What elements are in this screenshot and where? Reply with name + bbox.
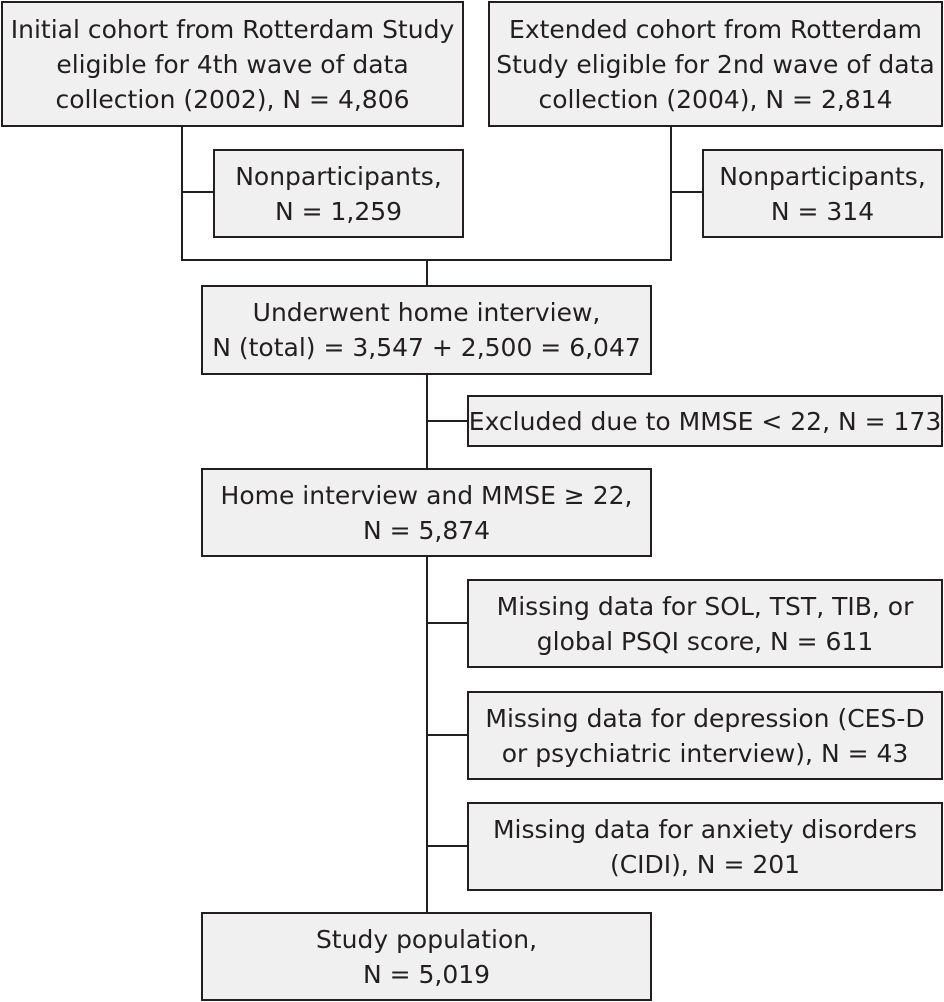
missing-sleep-box: Missing data for SOL, TST, TIB, or globa… xyxy=(467,579,943,668)
missing-anxiety-line-2: (CIDI), N = 201 xyxy=(609,849,801,879)
initial-cohort-line-1: Initial cohort from Rotterdam Study xyxy=(10,14,455,44)
initial-cohort-box: Initial cohort from Rotterdam Study elig… xyxy=(1,1,464,127)
initial-cohort-line-2: eligible for 4th wave of data xyxy=(56,49,409,79)
nonparticipants-extended-line-2: N = 314 xyxy=(770,196,875,226)
missing-anxiety-line-1: Missing data for anxiety disorders xyxy=(492,814,918,844)
extended-cohort-box: Extended cohort from Rotterdam Study eli… xyxy=(488,1,943,127)
home-interview-mmse-box: Home interview and MMSE ≥ 22, N = 5,874 xyxy=(201,468,652,557)
missing-depression-line-2: or psychiatric interview), N = 43 xyxy=(501,738,909,768)
home-interview-mmse-line-1: Home interview and MMSE ≥ 22, xyxy=(220,480,633,510)
missing-depression-line-1: Missing data for depression (CES-D xyxy=(485,703,925,733)
home-interview-line-1: Underwent home interview, xyxy=(252,298,601,327)
nonparticipants-initial-line-2: N = 1,259 xyxy=(274,196,403,226)
extended-cohort-line-3: collection (2004), N = 2,814 xyxy=(538,84,893,114)
study-population-line-2: N = 5,019 xyxy=(362,959,491,989)
extended-cohort-line-1: Extended cohort from Rotterdam xyxy=(509,14,922,44)
missing-anxiety-box: Missing data for anxiety disorders (CIDI… xyxy=(467,802,943,891)
study-population-box: Study population, N = 5,019 xyxy=(201,912,652,1001)
home-interview-box: Underwent home interview, N (total) = 3,… xyxy=(201,285,652,375)
study-population-line-1: Study population, xyxy=(315,924,538,954)
missing-sleep-line-1: Missing data for SOL, TST, TIB, or xyxy=(496,591,914,621)
home-interview-line-2: N (total) = 3,547 + 2,500 = 6,047 xyxy=(212,333,641,362)
missing-sleep-line-2: global PSQI score, N = 611 xyxy=(536,626,874,656)
nonparticipants-extended-line-1: Nonparticipants, xyxy=(719,161,926,191)
nonparticipants-extended-box: Nonparticipants, N = 314 xyxy=(702,149,943,238)
missing-depression-box: Missing data for depression (CES-D or ps… xyxy=(467,691,943,780)
excluded-mmse-line-1: Excluded due to MMSE < 22, N = 173 xyxy=(468,406,942,436)
excluded-mmse-box: Excluded due to MMSE < 22, N = 173 xyxy=(467,395,943,447)
extended-cohort-line-2: Study eligible for 2nd wave of data xyxy=(496,49,935,79)
initial-cohort-line-3: collection (2002), N = 4,806 xyxy=(55,84,410,114)
home-interview-mmse-line-2: N = 5,874 xyxy=(362,515,491,545)
nonparticipants-initial-box: Nonparticipants, N = 1,259 xyxy=(213,149,464,238)
nonparticipants-initial-line-1: Nonparticipants, xyxy=(235,161,442,191)
